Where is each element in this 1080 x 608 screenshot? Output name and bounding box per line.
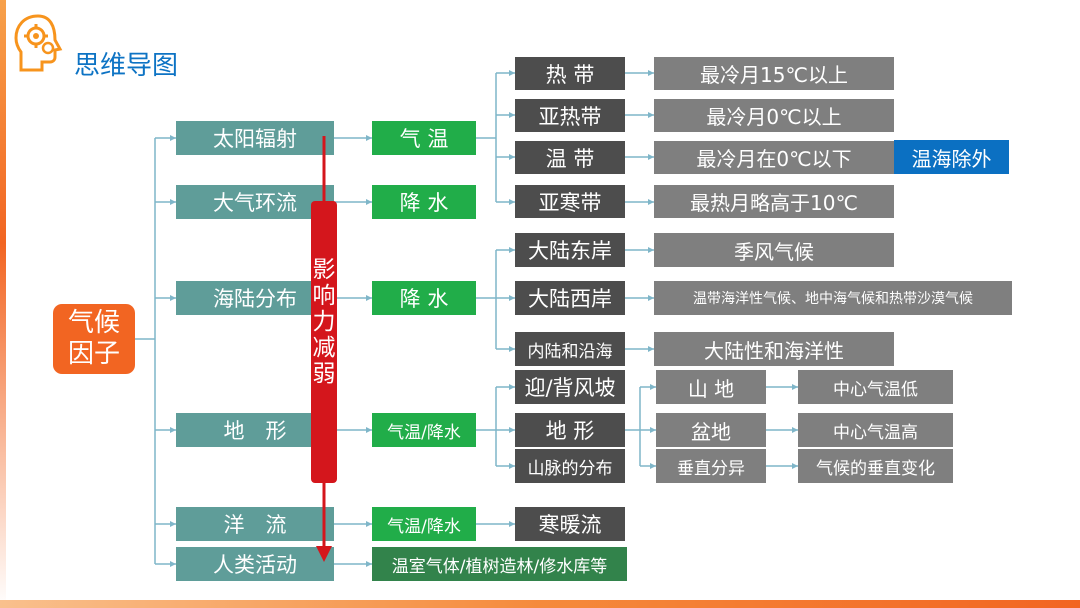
landform-result-vertical: 气候的垂直变化 bbox=[798, 449, 953, 483]
position-inland-coastal: 内陆和沿海 bbox=[515, 332, 625, 366]
position-east-coast: 大陆东岸 bbox=[515, 233, 625, 267]
current-warm-cold: 寒暖流 bbox=[515, 507, 625, 541]
landform-mountain: 山 地 bbox=[656, 370, 766, 404]
factor-solar-radiation: 太阳辐射 bbox=[176, 121, 334, 155]
condition-temperate: 最冷月在0℃以下 bbox=[654, 141, 894, 174]
root-line-2: 因子 bbox=[67, 339, 120, 369]
influence-char: 影 bbox=[312, 257, 336, 283]
factor-ocean-current: 洋 流 bbox=[176, 507, 334, 541]
result-monsoon: 季风气候 bbox=[654, 233, 894, 267]
effect-temp-precip: 气温/降水 bbox=[372, 507, 476, 541]
zone-tropical: 热 带 bbox=[515, 57, 625, 90]
effect-temperature: 气 温 bbox=[372, 121, 476, 155]
influence-char: 弱 bbox=[312, 361, 336, 387]
note-temperate-exception: 温海除外 bbox=[894, 140, 1009, 174]
terrain-mountain-range: 山脉的分布 bbox=[515, 449, 625, 483]
landform-result-low: 中心气温低 bbox=[798, 370, 953, 404]
result-west-coast-climates: 温带海洋性气候、地中海气候和热带沙漠气候 bbox=[654, 281, 1012, 315]
condition-subarctic: 最热月略高于10℃ bbox=[654, 185, 894, 218]
root-line-1: 气候 bbox=[67, 308, 120, 338]
condition-subtropical: 最冷月0℃以上 bbox=[654, 99, 894, 132]
page-title: 思维导图 bbox=[74, 51, 179, 81]
factor-atmospheric-circulation: 大气环流 bbox=[176, 185, 334, 219]
landform-vertical-differentiation: 垂直分异 bbox=[656, 449, 766, 483]
result-continental-oceanic: 大陆性和海洋性 bbox=[654, 332, 894, 366]
effect-human-examples: 温室气体/植树造林/修水库等 bbox=[372, 547, 627, 581]
influence-char: 减 bbox=[312, 335, 336, 361]
effect-precipitation: 降 水 bbox=[372, 281, 476, 315]
head-gears-icon bbox=[14, 14, 63, 72]
factor-human-activity: 人类活动 bbox=[176, 547, 334, 581]
terrain-landform: 地 形 bbox=[515, 413, 625, 447]
position-west-coast: 大陆西岸 bbox=[515, 281, 625, 315]
factor-land-sea-distribution: 海陆分布 bbox=[176, 281, 334, 315]
bottom-accent-line bbox=[0, 600, 1080, 608]
zone-temperate: 温 带 bbox=[515, 141, 625, 174]
influence-char: 响 bbox=[312, 283, 336, 309]
influence-decreasing-bar: 影 响 力 减 弱 bbox=[311, 201, 337, 483]
effect-precipitation: 降 水 bbox=[372, 185, 476, 219]
factor-terrain: 地 形 bbox=[176, 413, 334, 447]
condition-tropical: 最冷月15℃以上 bbox=[654, 57, 894, 90]
landform-basin: 盆地 bbox=[656, 413, 766, 447]
landform-result-high: 中心气温高 bbox=[798, 413, 953, 447]
zone-subarctic: 亚寒带 bbox=[515, 185, 625, 218]
effect-temp-precip: 气温/降水 bbox=[372, 413, 476, 447]
zone-subtropical: 亚热带 bbox=[515, 99, 625, 132]
influence-char: 力 bbox=[312, 309, 336, 335]
root-node-climate-factors: 气候 因子 bbox=[53, 304, 135, 374]
terrain-slope: 迎/背风坡 bbox=[515, 370, 625, 404]
left-accent-stripe bbox=[0, 0, 6, 608]
